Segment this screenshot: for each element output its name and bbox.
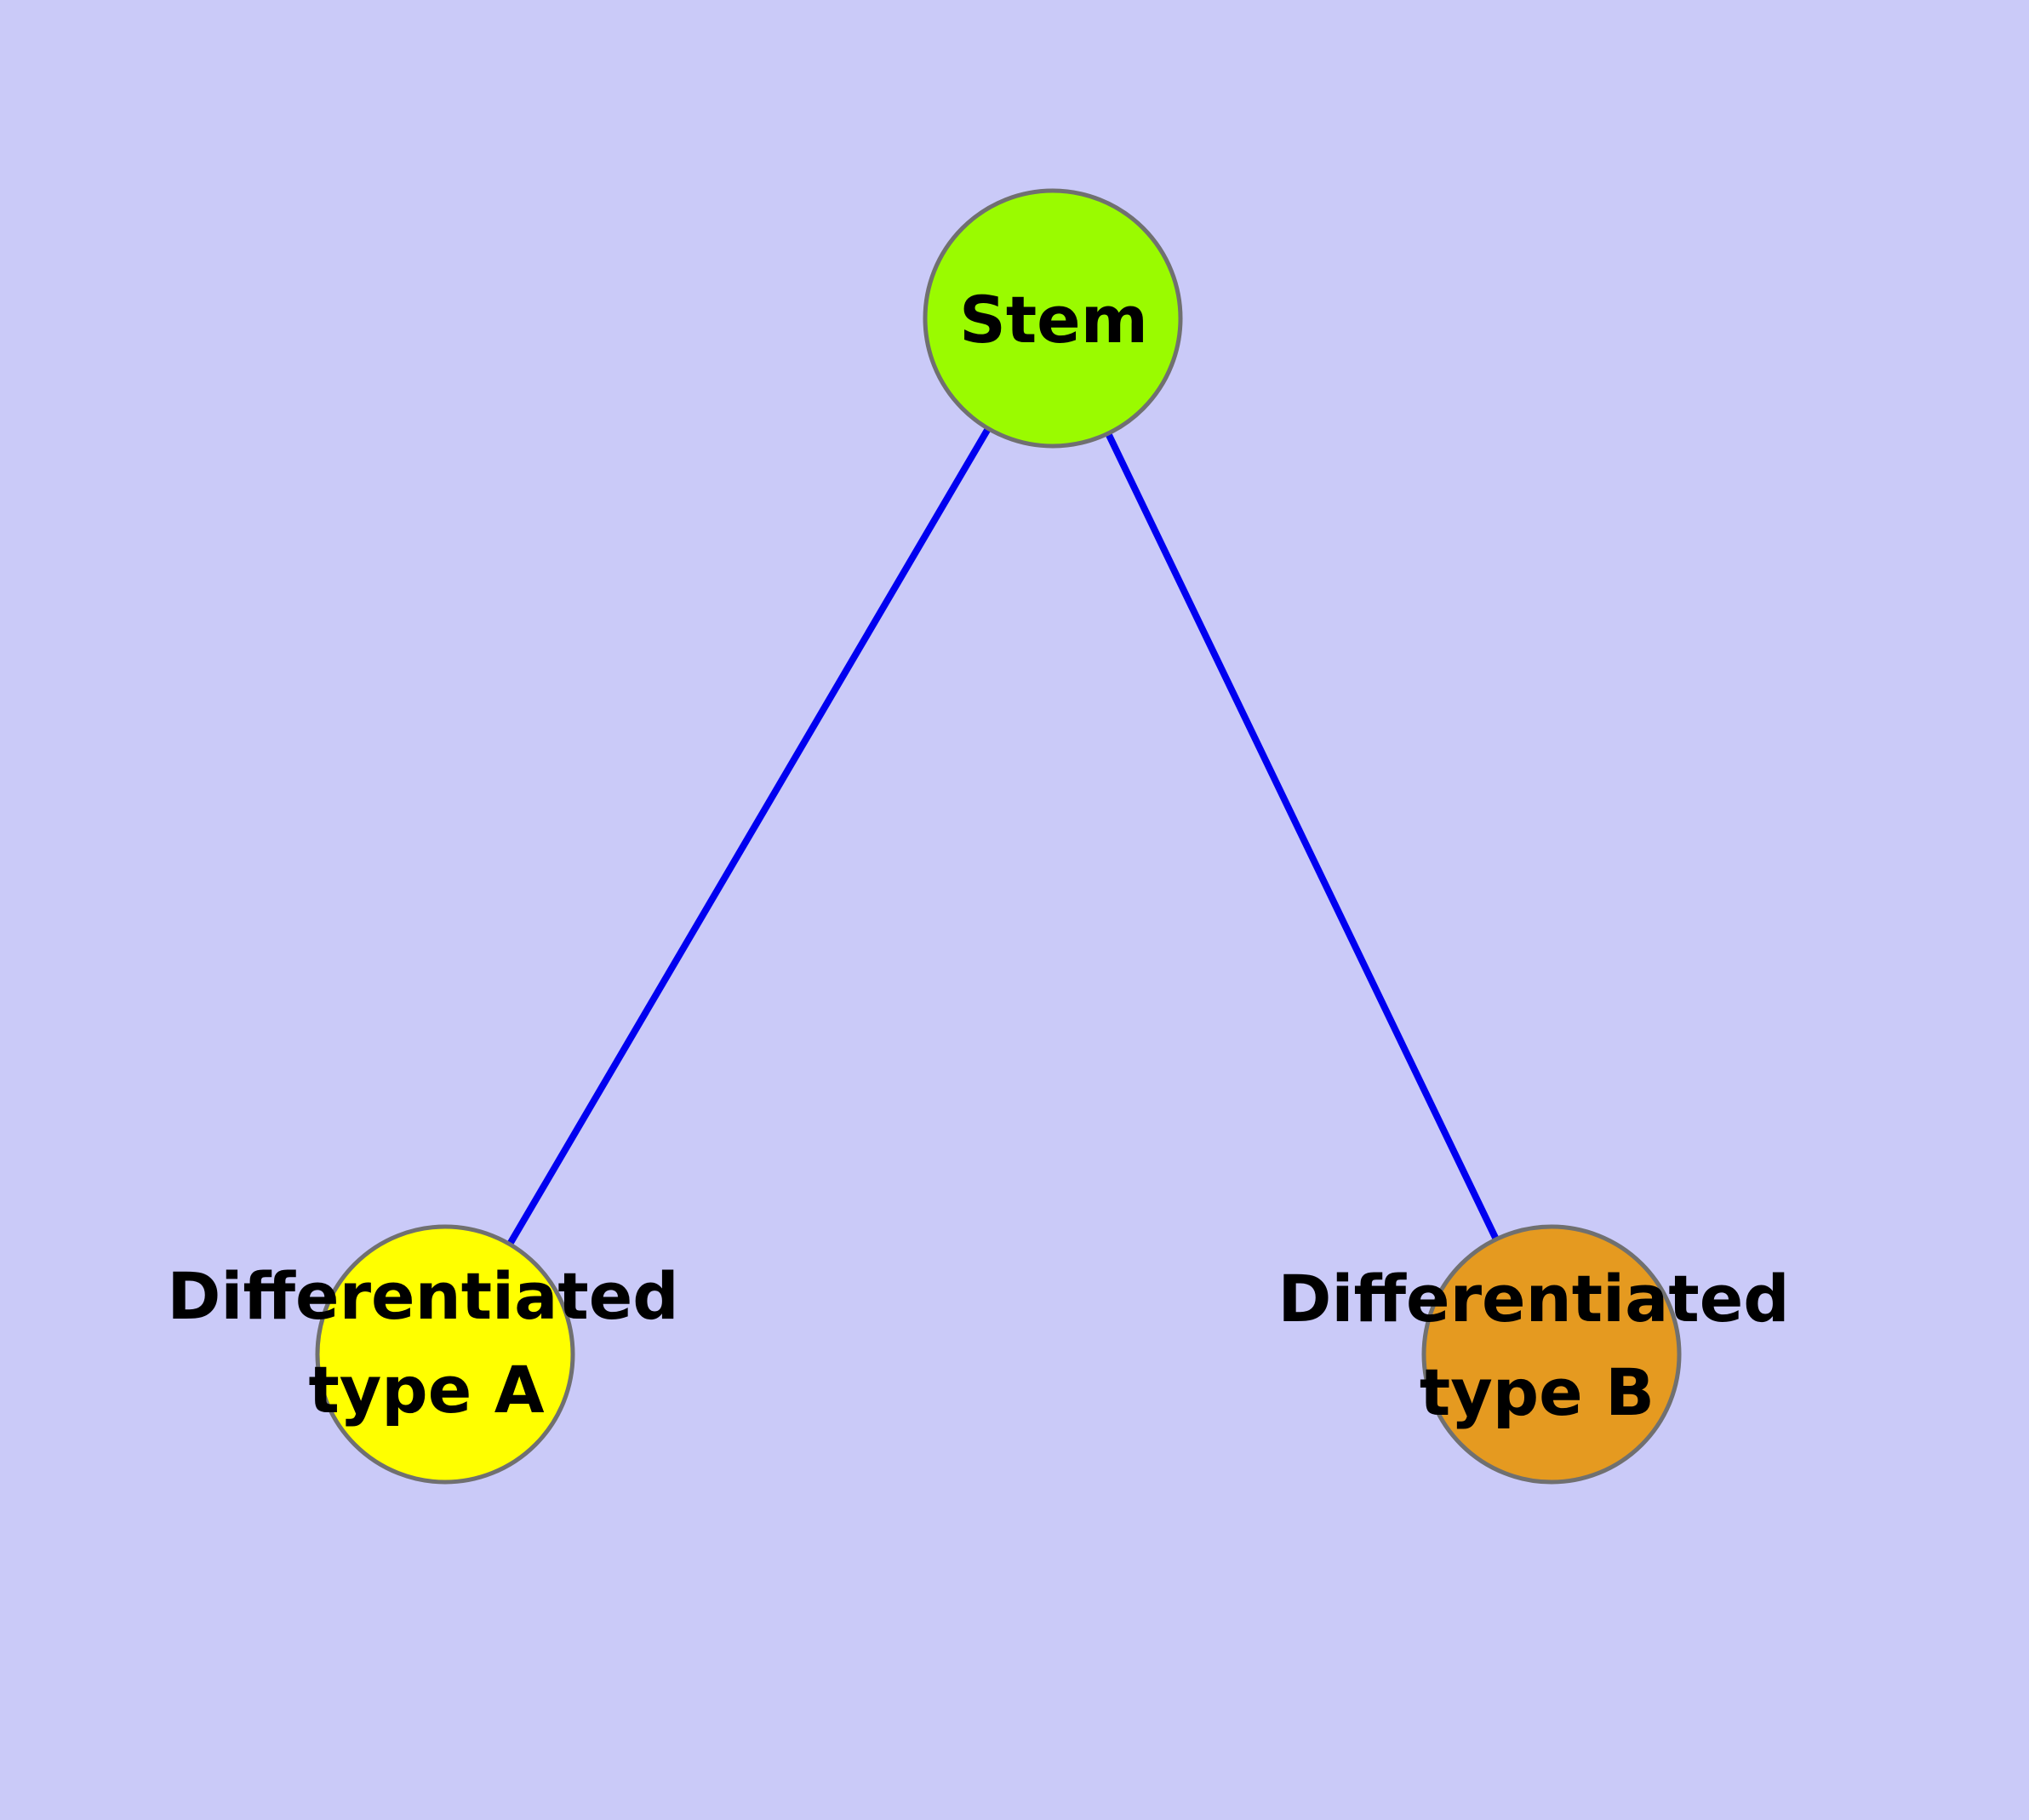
type-b-label-line1: Differentiated — [1277, 1261, 1789, 1336]
edge-stem-to-type-a — [442, 316, 1056, 1357]
stem-node-label: Stem — [959, 282, 1148, 358]
stem-node[interactable] — [923, 188, 1183, 449]
type-b-label-line2: type B — [1420, 1354, 1655, 1430]
type-b-node[interactable] — [1421, 1224, 1682, 1485]
type-a-label-line1: Differentiated — [167, 1258, 678, 1334]
type-a-label-line2: type A — [308, 1352, 544, 1428]
edge-stem-to-type-b — [1049, 317, 1555, 1356]
type-a-node[interactable] — [315, 1224, 575, 1485]
